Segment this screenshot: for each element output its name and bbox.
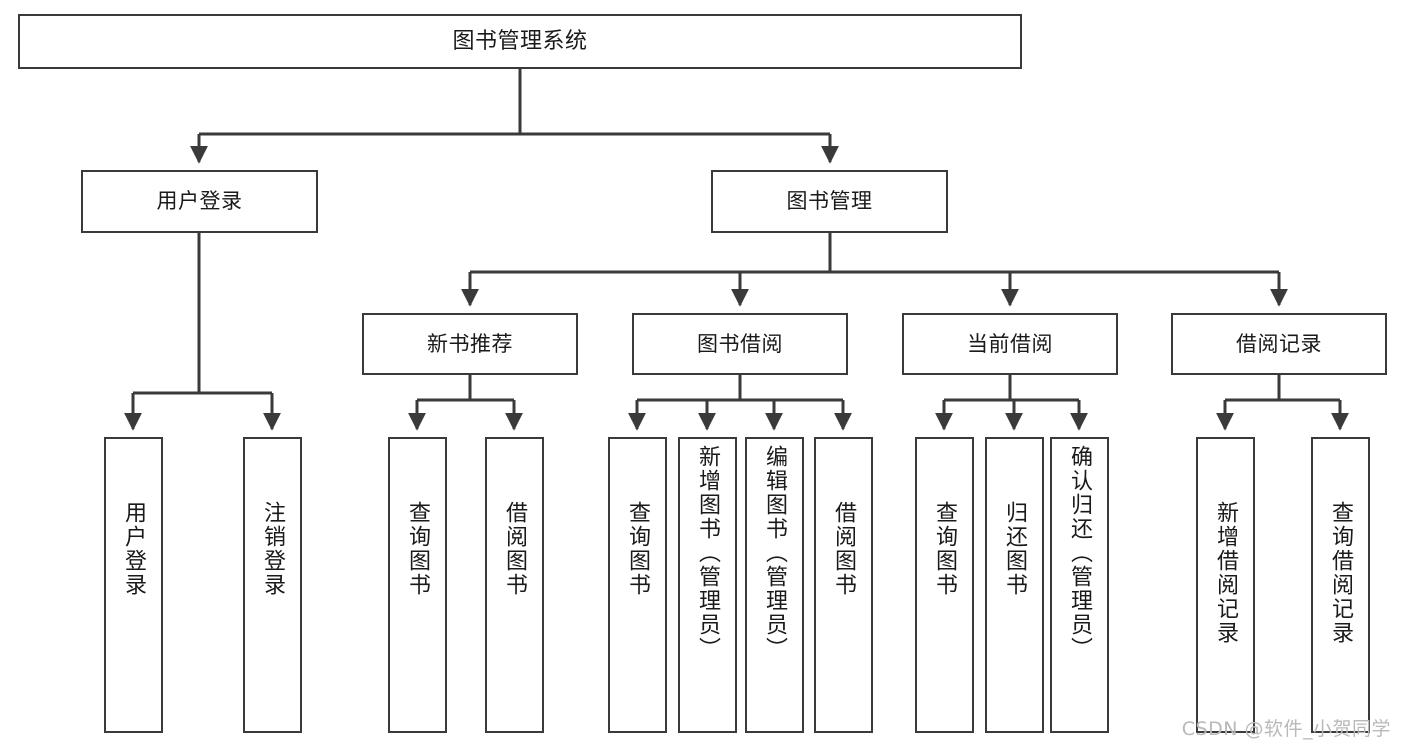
node-book-manage[interactable]: 图书管理	[711, 170, 948, 233]
node-label: 图书管理系统	[452, 28, 588, 54]
node-label: 新增图书（管理员）	[695, 445, 721, 661]
leaf-query-book-borrow[interactable]: 查询图书	[608, 437, 667, 733]
leaf-user-login[interactable]: 用户登录	[104, 437, 163, 733]
leaf-query-book-current[interactable]: 查询图书	[915, 437, 974, 733]
node-label: 查询图书	[625, 501, 651, 597]
node-label: 查询借阅记录	[1328, 501, 1354, 645]
node-new-book-recommend[interactable]: 新书推荐	[362, 313, 578, 375]
leaf-borrow-book-recommend[interactable]: 借阅图书	[485, 437, 544, 733]
node-label: 借阅记录	[1236, 331, 1322, 356]
node-root-system[interactable]: 图书管理系统	[18, 14, 1022, 69]
node-borrow-record[interactable]: 借阅记录	[1171, 313, 1387, 375]
node-label: 用户登录	[156, 189, 243, 214]
leaf-logout[interactable]: 注销登录	[243, 437, 302, 733]
node-label: 当前借阅	[967, 331, 1053, 356]
node-label: 查询图书	[932, 501, 958, 597]
leaf-add-book-admin[interactable]: 新增图书（管理员）	[678, 437, 737, 733]
node-label: 图书管理	[786, 189, 873, 214]
node-label: 注销登录	[260, 501, 286, 597]
leaf-query-borrow-record[interactable]: 查询借阅记录	[1311, 437, 1370, 733]
leaf-query-book-recommend[interactable]: 查询图书	[388, 437, 447, 733]
leaf-return-book[interactable]: 归还图书	[985, 437, 1044, 733]
node-label: 确认归还（管理员）	[1067, 445, 1093, 661]
node-label: 查询图书	[405, 501, 431, 597]
node-label: 新书推荐	[427, 331, 513, 356]
watermark-text: CSDN @软件_小贺同学	[1181, 718, 1391, 740]
node-label: 新增借阅记录	[1213, 501, 1239, 645]
node-label: 借阅图书	[502, 501, 528, 597]
leaf-confirm-return-admin[interactable]: 确认归还（管理员）	[1050, 437, 1109, 733]
leaf-borrow-book[interactable]: 借阅图书	[814, 437, 873, 733]
node-label: 归还图书	[1002, 501, 1028, 597]
node-book-borrow[interactable]: 图书借阅	[632, 313, 848, 375]
node-label: 借阅图书	[831, 501, 857, 597]
leaf-edit-book-admin[interactable]: 编辑图书（管理员）	[745, 437, 804, 733]
node-user-login[interactable]: 用户登录	[81, 170, 318, 233]
node-label: 用户登录	[121, 501, 147, 597]
node-current-borrow[interactable]: 当前借阅	[902, 313, 1118, 375]
leaf-add-borrow-record[interactable]: 新增借阅记录	[1196, 437, 1255, 733]
node-label: 图书借阅	[697, 331, 783, 356]
node-label: 编辑图书（管理员）	[762, 445, 788, 661]
